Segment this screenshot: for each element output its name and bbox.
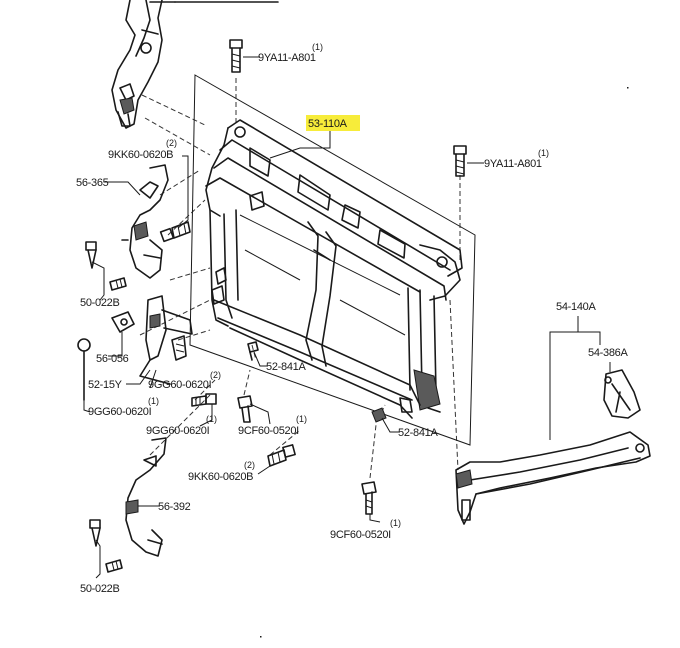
bracket-56-392-icon (125, 437, 167, 557)
callout-bolt-latch-b: 9GG60-0620I (88, 406, 152, 418)
callout-clip-lower-left: 50-022B (80, 583, 120, 595)
callout-bolt-mid-a-qty: (1) (206, 414, 217, 424)
callout-bolt-right-qty: (1) (538, 148, 549, 158)
bolt-mid-b-icon (237, 395, 253, 423)
bracket-56-365-icon (121, 164, 169, 279)
bolt-top-icon (229, 39, 243, 73)
clip-center-icon (247, 341, 259, 361)
callout-bolt-latch-a-qty: (2) (210, 370, 221, 380)
callout-bolt-bottom-qty: (1) (390, 518, 401, 528)
callout-clip-lower-right: 52-841A (398, 427, 438, 439)
screw-upper-left-icon (109, 277, 127, 291)
bolt-lower-icon (267, 444, 296, 467)
clip-lower-left-icon (89, 519, 101, 547)
callout-bolt-mid-b-qty: (1) (296, 414, 307, 424)
side-member-icon (455, 431, 651, 525)
clip-lower-right-icon (371, 407, 387, 423)
upper-left-mount-bracket (111, 0, 279, 129)
callout-bolt-top-qty: (1) (312, 42, 323, 52)
main-panel-outline (189, 74, 476, 446)
callout-bolt-lower: 9KK60-0620B (188, 471, 253, 483)
callout-side-bracket: 54-386A (588, 347, 628, 359)
callout-bolt-upper-left-qty: (2) (166, 138, 177, 148)
callout-bolt-bottom: 9CF60-0520I (330, 529, 391, 541)
hood-latch-icon (111, 295, 193, 385)
callout-clip-upper-left: 50-022B (80, 297, 120, 309)
callout-clip-center: 52-841A (266, 361, 306, 373)
clip-upper-left-icon (85, 241, 97, 269)
bolt-mid-a-icon (191, 393, 217, 407)
main-panel-label-highlight (306, 115, 360, 131)
callout-bolt-lower-qty: (2) (244, 460, 255, 470)
callout-bolt-mid-a: 9GG60-0620I (146, 425, 210, 437)
callout-bolt-top: 9YA11-A801 (258, 52, 316, 64)
callout-latch-bolt: 52-15Y (88, 379, 123, 391)
bolt-bottom-icon (361, 481, 377, 515)
radiator-support-frame (205, 119, 463, 419)
callout-bolt-right: 9YA11-A801 (484, 158, 542, 170)
callout-bolt-latch-b-qty: (1) (148, 396, 159, 406)
bolt-upper-left-icon (159, 221, 191, 243)
screw-lower-left-icon (105, 559, 123, 573)
callout-bracket-small: 56-056 (96, 353, 129, 365)
callout-bracket-lower-left: 56-392 (158, 501, 191, 513)
callout-main-panel: 53-110A (308, 118, 348, 130)
callout-bolt-latch-a: 9GG60-0620I (148, 379, 212, 391)
callout-bolt-mid-b: 9CF60-0520I (238, 425, 299, 437)
callout-side-member: 54-140A (556, 301, 596, 313)
bolt-right-icon (453, 145, 467, 177)
callout-bracket-upper-left: 56-365 (76, 177, 109, 189)
callout-bolt-upper-left: 9KK60-0620B (108, 149, 173, 161)
latch-bolt-icon (77, 338, 91, 401)
side-bracket-icon (603, 369, 641, 419)
